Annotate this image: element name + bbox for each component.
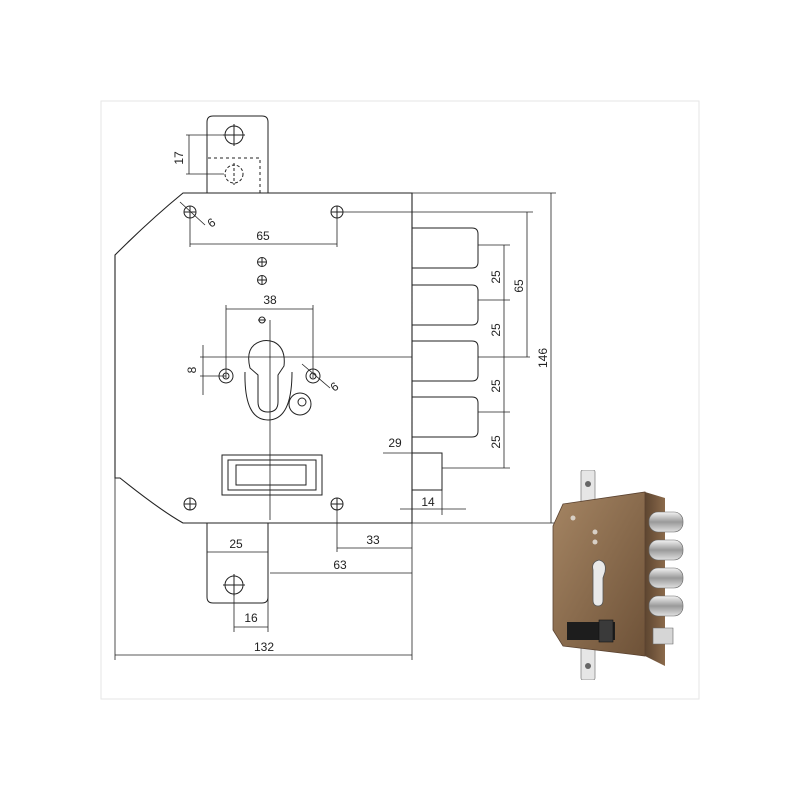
- photo-latch-lever: [598, 619, 614, 643]
- dim-65-horizontal: 65: [189, 218, 338, 247]
- photo-top-tab-hole: [585, 481, 591, 487]
- dim-65-vertical-label: 65: [512, 279, 526, 293]
- dim-14: 14: [400, 490, 466, 515]
- drawing-frame: [100, 100, 700, 700]
- photo-deadbolts: [648, 511, 684, 617]
- dim-25-c-label: 25: [489, 379, 503, 393]
- dim-146-label: 146: [536, 348, 550, 368]
- dim-132-label: 132: [254, 640, 274, 654]
- dim-14-label: 14: [421, 495, 435, 509]
- dim-33: 33: [336, 510, 412, 552]
- screw-holes: [183, 205, 344, 511]
- dim-17-label: 17: [172, 151, 186, 165]
- lock-body-outline: [114, 192, 413, 524]
- dim-33-label: 33: [366, 533, 380, 547]
- latch-window: [221, 454, 323, 496]
- dim-38-label: 38: [263, 293, 277, 307]
- bottom-mounting-tab: [206, 523, 269, 604]
- dim-25-a-label: 25: [489, 270, 503, 284]
- dim-132: 132: [114, 478, 413, 660]
- photo-bottom-tab-hole: [585, 663, 591, 669]
- latch-bolt: [412, 452, 443, 491]
- photo-screw-hole: [592, 539, 598, 545]
- dim-25-bottom: 25: [206, 523, 269, 632]
- dim-8: 8: [185, 345, 204, 395]
- dim-16: 16: [233, 594, 268, 632]
- dim-8-label: 8: [185, 366, 199, 373]
- dim-65-horizontal-label: 65: [256, 229, 270, 243]
- dim-38: 38: [225, 293, 314, 378]
- dim-17: 17: [172, 134, 224, 175]
- photo-screw-hole: [570, 515, 576, 521]
- photo-cylinder-cutout: [592, 559, 606, 607]
- cylinder-screws: [200, 356, 412, 384]
- dim-63-label: 63: [333, 558, 347, 572]
- deadbolts: [411, 227, 479, 438]
- top-mounting-tab: [206, 115, 269, 193]
- dim-25-b-label: 25: [489, 323, 503, 337]
- cylinder-keyhole: [244, 320, 312, 520]
- dim-25-d-label: 25: [489, 435, 503, 449]
- lock-product-photo: [552, 470, 684, 680]
- dim-25-stack: 25 25 25 25: [442, 244, 530, 469]
- dim-146: 146: [412, 192, 556, 524]
- dim-63: 63: [270, 558, 412, 574]
- photo-screw-hole: [592, 529, 598, 535]
- dim-29-label: 29: [388, 436, 402, 450]
- photo-latch-bolt: [652, 627, 674, 645]
- dim-16-label: 16: [244, 611, 258, 625]
- dim-29: 29: [383, 436, 412, 454]
- dim-65-vertical: 65: [337, 211, 533, 357]
- dim-25-bottom-label: 25: [229, 537, 243, 551]
